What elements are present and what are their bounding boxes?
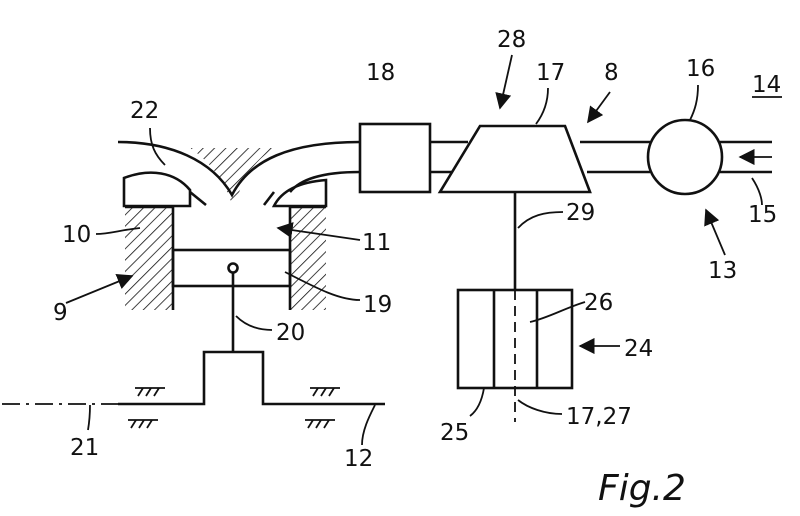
figure-caption: Fig.2 xyxy=(598,468,686,509)
charge-pipe xyxy=(430,140,772,174)
reference-labels: 22 10 11 19 9 20 21 12 18 28 17 8 16 14 … xyxy=(53,27,781,509)
compressor xyxy=(437,124,592,194)
label-20: 20 xyxy=(276,320,305,346)
label-10: 10 xyxy=(62,222,91,248)
label-19: 19 xyxy=(363,292,392,318)
label-25: 25 xyxy=(440,420,469,446)
label-15: 15 xyxy=(748,202,777,228)
head-right xyxy=(262,178,328,208)
cylinder-walls xyxy=(125,205,326,310)
label-28: 28 xyxy=(497,27,526,53)
label-11: 11 xyxy=(362,230,391,256)
label-22: 22 xyxy=(130,98,159,124)
label-18: 18 xyxy=(366,60,395,86)
label-17-27: 17,27 xyxy=(566,404,632,430)
label-24: 24 xyxy=(624,336,653,362)
label-9: 9 xyxy=(53,300,68,326)
label-16: 16 xyxy=(686,56,715,82)
label-14: 14 xyxy=(752,72,781,98)
label-13: 13 xyxy=(708,258,737,284)
label-8: 8 xyxy=(604,60,619,86)
label-21: 21 xyxy=(70,435,99,461)
piston xyxy=(171,248,292,288)
label-17: 17 xyxy=(536,60,565,86)
label-26: 26 xyxy=(584,290,613,316)
crankshaft xyxy=(2,350,385,429)
label-29: 29 xyxy=(566,200,595,226)
label-12: 12 xyxy=(344,446,373,472)
leader-lines xyxy=(65,54,782,446)
electric-machine xyxy=(456,288,574,422)
intake-valve xyxy=(122,171,207,208)
air-filter xyxy=(646,118,724,196)
intercooler-box xyxy=(358,122,432,194)
